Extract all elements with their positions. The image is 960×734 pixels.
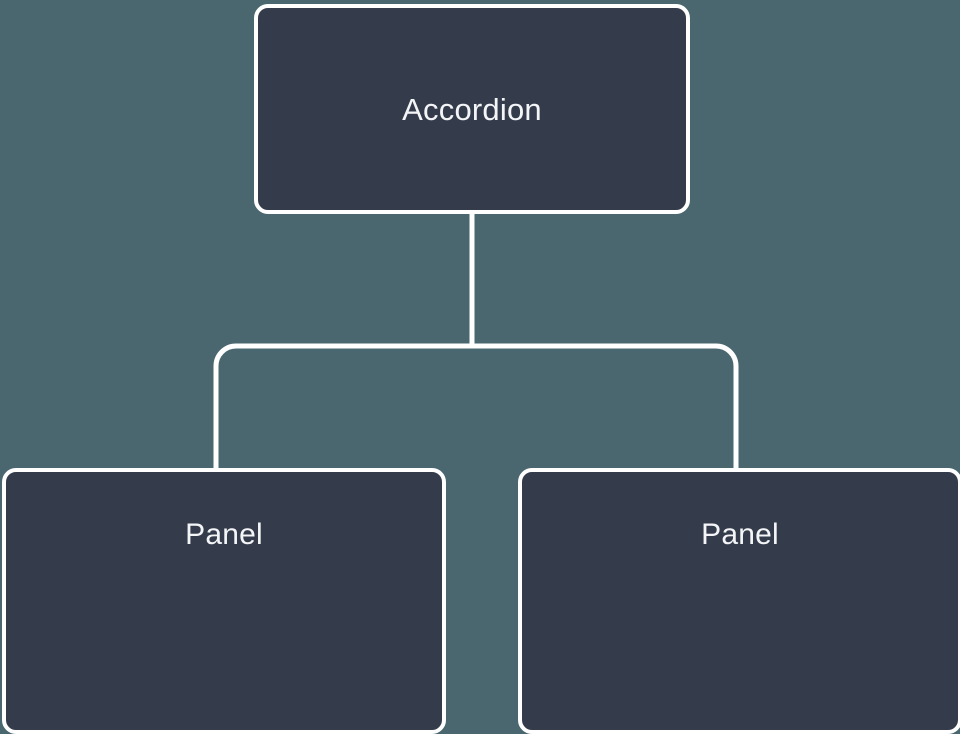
node-panel-active[interactable]: Panel isActive true	[2, 468, 446, 734]
node-accordion[interactable]: Accordion	[254, 4, 690, 214]
node-panel-inactive-label: Panel	[701, 518, 779, 551]
node-panel-active-label: Panel	[185, 518, 263, 551]
connector-bus-to-right-panel	[213, 343, 472, 470]
connector-bus-to-left-panel	[472, 343, 739, 470]
node-accordion-label: Accordion	[402, 91, 542, 127]
node-panel-inactive[interactable]: Panel isActive false	[518, 468, 960, 734]
